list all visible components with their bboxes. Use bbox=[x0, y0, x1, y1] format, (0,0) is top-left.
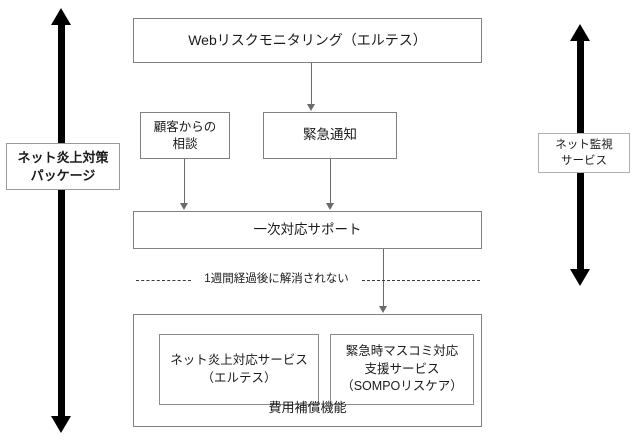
arrow-up-head-icon bbox=[570, 24, 590, 41]
box-net-flaming-response-service-line1: ネット炎上対応サービス bbox=[170, 353, 308, 367]
box-net-flaming-response-service: ネット炎上対応サービス （エルテス） bbox=[159, 334, 319, 405]
box-emergency-media-support-service: 緊急時マスコミ対応 支援サービス （SOMPOリスケア） bbox=[330, 334, 474, 405]
box-cost-compensation-label: 費用補償機能 bbox=[268, 400, 347, 416]
dashed-separator-right bbox=[362, 280, 480, 281]
box-urgent-notification-label: 緊急通知 bbox=[303, 127, 357, 143]
connector-arrowhead-icon bbox=[306, 104, 315, 111]
box-urgent-notification: 緊急通知 bbox=[263, 112, 397, 159]
arrow-down-head-icon bbox=[51, 416, 71, 433]
box-emergency-media-support-service-line1: 緊急時マスコミ対応 bbox=[345, 344, 459, 359]
connector-support-to-compensation bbox=[383, 249, 384, 307]
connector-consultation-to-support bbox=[184, 159, 185, 204]
box-primary-response-support-label: 一次対応サポート bbox=[253, 221, 362, 237]
connector-web-to-urgent bbox=[311, 63, 312, 105]
connector-arrowhead-icon bbox=[325, 203, 334, 210]
scope-label-right-line1: ネット監視 bbox=[555, 138, 613, 151]
arrow-down-head-icon bbox=[570, 269, 590, 286]
scope-label-left-line1: ネット炎上対策 bbox=[17, 149, 109, 165]
scope-label-right-line2: サービス bbox=[561, 155, 607, 167]
box-primary-response-support: 一次対応サポート bbox=[133, 211, 482, 249]
connector-arrowhead-icon bbox=[378, 306, 387, 313]
scope-label-left-line2: パッケージ bbox=[30, 167, 96, 183]
box-emergency-media-support-service-line3: （SOMPOリスケア） bbox=[341, 379, 463, 394]
box-net-flaming-response-service-line2: （エルテス） bbox=[201, 370, 277, 385]
box-customer-consultation-line1: 顧客からの bbox=[153, 119, 217, 134]
box-web-risk-monitoring-label: Webリスクモニタリング（エルテス） bbox=[188, 32, 427, 49]
separator-condition-label: 1週間経過後に解消されない bbox=[204, 273, 349, 285]
connector-arrowhead-icon bbox=[179, 203, 188, 210]
box-web-risk-monitoring: Webリスクモニタリング（エルテス） bbox=[133, 18, 482, 63]
arrow-up-head-icon bbox=[51, 8, 71, 25]
box-emergency-media-support-service-line2: 支援サービス bbox=[364, 361, 440, 376]
scope-label-left: ネット炎上対策 パッケージ bbox=[6, 143, 120, 190]
scope-label-right: ネット監視 サービス bbox=[538, 133, 630, 173]
scope-arrow-left-double-headed bbox=[51, 8, 71, 433]
dashed-separator-left bbox=[136, 280, 191, 281]
box-cost-compensation: ネット炎上対応サービス （エルテス） 緊急時マスコミ対応 支援サービス （SOM… bbox=[133, 314, 482, 427]
arrow-shaft bbox=[57, 24, 65, 417]
connector-urgent-to-support bbox=[330, 159, 331, 204]
box-customer-consultation-line2: 相談 bbox=[172, 136, 198, 151]
box-customer-consultation: 顧客からの 相談 bbox=[140, 112, 230, 159]
